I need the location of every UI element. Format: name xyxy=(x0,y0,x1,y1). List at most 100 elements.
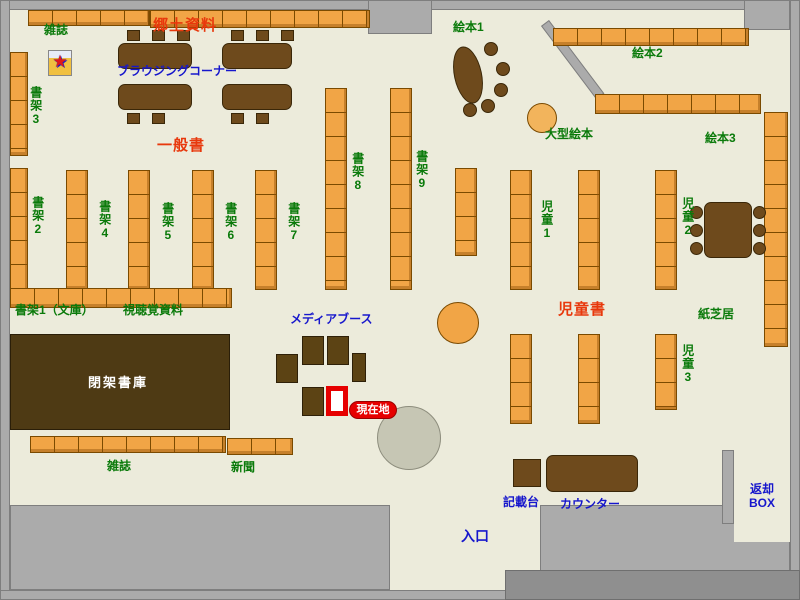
bookshelf-3 xyxy=(10,52,28,156)
label-picture-books1: 絵本1 xyxy=(453,20,484,34)
label-children3: 児童3 xyxy=(680,344,695,385)
chair xyxy=(231,113,244,124)
label-counter: カウンター xyxy=(560,497,621,511)
stool xyxy=(753,242,766,255)
chair xyxy=(177,30,190,41)
label-shelf3: 書架3 xyxy=(28,86,43,127)
counter-desk xyxy=(546,455,638,492)
star-glyph: ★ xyxy=(52,52,68,71)
label-children1: 児童1 xyxy=(539,200,554,241)
stool xyxy=(753,224,766,237)
label-kamishibai: 紙芝居 xyxy=(698,307,735,321)
label-general-books: 一般書 xyxy=(157,137,206,154)
label-media-booth: メディアブース xyxy=(290,312,373,326)
children-shelf-3b xyxy=(578,334,600,424)
return-box-nook xyxy=(734,450,790,542)
pillar-top xyxy=(368,0,432,34)
label-return-box: 返却 BOX xyxy=(748,482,775,510)
stool xyxy=(690,224,703,237)
bookshelf-6 xyxy=(192,170,214,290)
label-magazines-bottom: 雑誌 xyxy=(107,459,132,473)
form-desk xyxy=(513,459,541,487)
bookshelf-5 xyxy=(128,170,150,290)
stool xyxy=(753,206,766,219)
label-picture-books3: 絵本3 xyxy=(705,131,736,145)
label-entrance: 入口 xyxy=(461,528,489,544)
chair xyxy=(127,30,140,41)
chair xyxy=(256,30,269,41)
stool xyxy=(484,42,498,56)
magazine-shelf-top xyxy=(28,10,150,26)
label-newspaper: 新聞 xyxy=(231,460,256,474)
label-children-books: 児童書 xyxy=(558,301,607,318)
closed-stacks-room xyxy=(10,334,230,430)
large-picture-book-stand xyxy=(527,103,557,133)
current-location-badge: 現在地 xyxy=(349,401,397,419)
label-local-history: 郷土資料 xyxy=(153,17,218,34)
label-picture-books2: 絵本2 xyxy=(632,46,663,60)
picture-book-shelf-2 xyxy=(595,94,761,114)
label-av-materials: 視聴覚資料 xyxy=(123,303,184,317)
bookshelf-9 xyxy=(390,88,412,290)
star-icon: ★ xyxy=(48,50,72,76)
bunko-av-shelf xyxy=(10,288,232,308)
chair xyxy=(127,113,140,124)
chair xyxy=(152,113,165,124)
label-form-desk: 記載台 xyxy=(503,495,540,509)
stool xyxy=(496,62,510,76)
media-booth-unit xyxy=(302,336,324,365)
label-shelf7: 書架7 xyxy=(286,202,301,243)
label-shelf5: 書架5 xyxy=(160,202,175,243)
wall-slab-bottom-left xyxy=(10,505,390,590)
media-booth-unit xyxy=(352,353,366,382)
children-shelf-3a xyxy=(510,334,532,424)
magazine-shelf-bottom xyxy=(30,436,226,453)
stool xyxy=(494,83,508,97)
picture-book-shelf-3 xyxy=(764,112,788,347)
chair xyxy=(256,113,269,124)
story-circle xyxy=(437,302,479,344)
label-shelf8: 書架8 xyxy=(350,152,365,193)
local-history-shelf xyxy=(150,10,370,28)
chair xyxy=(152,30,165,41)
media-booth-unit xyxy=(327,336,349,365)
children-shelf-2 xyxy=(655,170,677,290)
children-shelf-1b xyxy=(578,170,600,290)
bookshelf-2 xyxy=(10,168,28,292)
label-closed-stacks: 閉架書庫 xyxy=(88,375,149,390)
stool xyxy=(481,99,495,113)
picture-book-shelf-1 xyxy=(553,28,749,46)
label-shelf9: 書架9 xyxy=(414,150,429,191)
wall-outside-strip xyxy=(505,570,800,600)
label-large-picture-books: 大型絵本 xyxy=(545,127,594,141)
wall-right xyxy=(790,0,800,600)
divider-shelf xyxy=(455,168,477,256)
media-booth-unit xyxy=(302,387,324,416)
label-shelf4: 書架4 xyxy=(97,200,112,241)
media-booth-unit xyxy=(276,354,298,383)
bookshelf-4 xyxy=(66,170,88,290)
wall-return-box xyxy=(722,450,734,524)
browsing-table xyxy=(118,84,192,110)
bookshelf-7 xyxy=(255,170,277,290)
newspaper-shelf xyxy=(227,438,293,455)
children-shelf-3c xyxy=(655,334,677,410)
label-magazines-top: 雑誌 xyxy=(44,23,69,37)
stool xyxy=(690,206,703,219)
browsing-table xyxy=(222,84,292,110)
children-shelf-1a xyxy=(510,170,532,290)
label-shelf6: 書架6 xyxy=(223,202,238,243)
browsing-table xyxy=(118,43,192,69)
chair xyxy=(231,30,244,41)
stool xyxy=(463,103,477,117)
label-browsing-corner: ブラウジングコーナー xyxy=(117,64,238,78)
wall-left xyxy=(0,0,10,600)
wall-corner-top-right xyxy=(744,0,790,30)
children-table xyxy=(704,202,752,258)
browsing-table xyxy=(222,43,292,69)
stool xyxy=(690,242,703,255)
current-location-booth xyxy=(326,386,348,416)
label-shelf2: 書架2 xyxy=(30,196,45,237)
bookshelf-8 xyxy=(325,88,347,290)
